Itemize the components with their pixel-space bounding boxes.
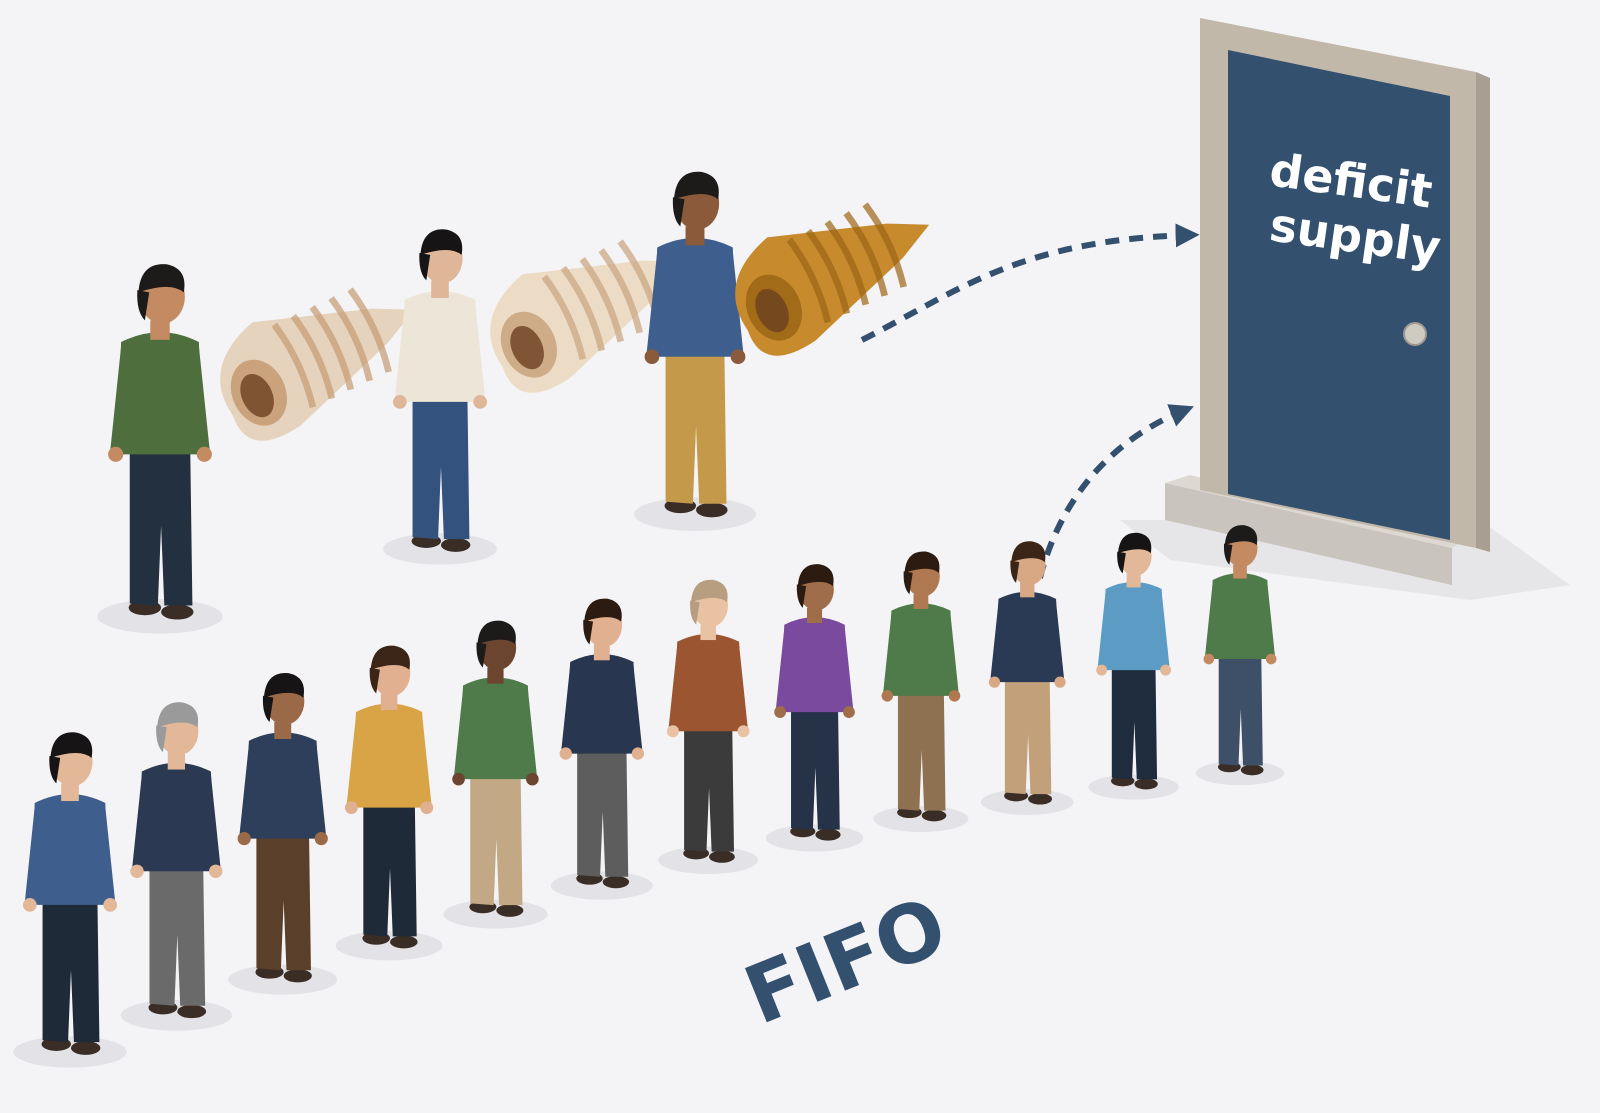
- queue-person-10: [980, 541, 1074, 815]
- shell-holders: [97, 171, 930, 634]
- queue-person-8: [765, 564, 864, 852]
- queue-person-5: [443, 620, 548, 929]
- arrow-from-shells: [860, 223, 1200, 343]
- arrow-from-queue: [1037, 404, 1194, 579]
- conch-shell-1: [220, 287, 415, 441]
- queue-person-7: [658, 579, 759, 874]
- door: deficit supply: [1120, 18, 1570, 600]
- shell-holder-3: [634, 171, 756, 531]
- door-knob: [1403, 322, 1427, 346]
- queue-person-12: [1195, 525, 1285, 786]
- queue-person-11: [1088, 532, 1179, 800]
- shell-holder-1: [97, 264, 223, 634]
- door-step: [1165, 483, 1452, 585]
- shell-holder-2: [383, 229, 497, 565]
- queue-person-2: [120, 702, 233, 1031]
- fifo-label: FIFO: [732, 879, 959, 1043]
- queue-person-9: [873, 551, 969, 832]
- queue: [13, 525, 1285, 1068]
- queue-person-3: [228, 673, 338, 995]
- queue-person-4: [335, 645, 443, 961]
- door-panel: [1228, 50, 1450, 540]
- queue-person-6: [550, 598, 653, 900]
- door-frame-side: [1476, 72, 1490, 552]
- conch-shell-3: [735, 202, 930, 356]
- queue-person-1: [13, 732, 127, 1068]
